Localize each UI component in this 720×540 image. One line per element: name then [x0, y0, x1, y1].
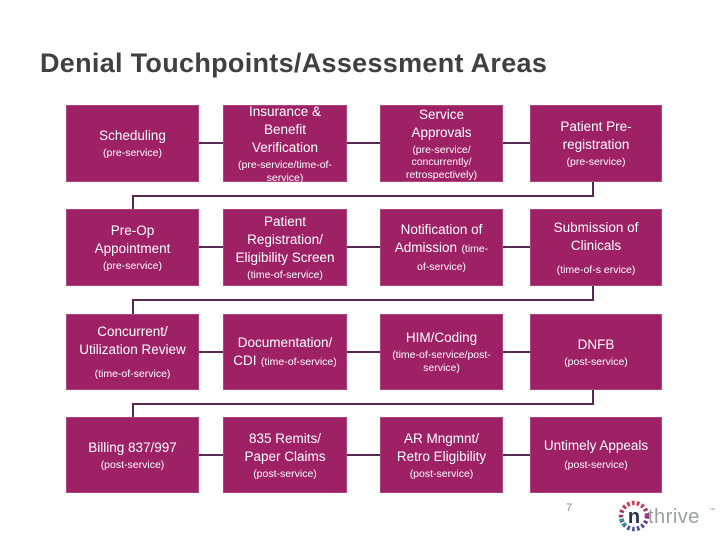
connector-line [132, 299, 134, 314]
connector-line [132, 403, 594, 405]
box-title: HIM/Coding [405, 330, 478, 346]
connector-line [199, 246, 223, 248]
box-sub: (post-service) [253, 467, 317, 480]
connector-line [592, 182, 594, 196]
box-sub: (post-service) [564, 355, 628, 368]
box-title: 835 Remits/ Paper Claims [244, 430, 326, 464]
box-service-approvals: Service Approvals(pre-service/ concurren… [380, 105, 503, 182]
box-billing-837-997: Billing 837/997 (post-service) [66, 417, 199, 493]
connector-line [132, 403, 134, 417]
box-title: AR Mngmnt/ Retro Eligibility [396, 430, 487, 464]
box-patient-registration-eligibility: Patient Registration/ Eligibility Screen… [223, 209, 347, 286]
box-title: DNFB [577, 336, 615, 352]
box-sub: (pre-service/ concurrently/ retrospectiv… [405, 143, 478, 181]
box-title: Patient Pre-registration [560, 119, 632, 153]
connector-line [199, 454, 223, 456]
box-sub: (post-service) [409, 467, 474, 480]
connector-line [592, 286, 594, 300]
box-sub: (pre-service/time-of-service) [238, 158, 332, 184]
connector-line [199, 142, 223, 144]
connector-line [503, 142, 530, 144]
box-scheduling: Scheduling (pre-service) [66, 105, 199, 182]
box-sub: (time-of-service) [94, 368, 171, 381]
connector-line [132, 195, 594, 197]
connector-line [347, 246, 380, 248]
box-title: Service Approvals [411, 106, 472, 140]
box-title: Submission of Clinicals [553, 219, 639, 253]
box-sub: (time-of-service) [247, 269, 323, 282]
box-title: Untimely Appeals [543, 438, 649, 453]
box-him-coding: HIM/Coding (time-of-service/post-service) [380, 314, 503, 390]
page-number: 7 [566, 502, 573, 514]
box-sub: (time-of-service) [416, 242, 489, 273]
box-concurrent-utilization-review: Concurrent/ Utilization Review (time-of-s… [66, 314, 199, 390]
box-title: Documentation/ CDI [233, 335, 333, 368]
box-notification-of-admission: Notification of Admission (time-of-servi… [380, 209, 503, 286]
connector-line [132, 195, 134, 209]
connector-line [199, 351, 223, 353]
box-835-remits-paper-claims: 835 Remits/ Paper Claims (post-service) [223, 417, 347, 493]
logo-wordmark: thrive [648, 506, 700, 528]
logo-letter-n: n [628, 506, 640, 528]
connector-line [347, 142, 380, 144]
box-sub: (pre-service) [103, 147, 162, 160]
box-title: Insurance & Benefit Verification [248, 103, 322, 155]
box-untimely-appeals: Untimely Appeals (post-service) [530, 417, 662, 493]
box-preop-appointment: Pre-Op Appointment (pre-service) [66, 209, 199, 286]
box-dnfb: DNFB (post-service) [530, 314, 662, 390]
box-title: Patient Registration/ Eligibility Screen [235, 214, 335, 266]
box-title: Billing 837/997 [88, 439, 177, 455]
connector-line [132, 299, 594, 301]
box-sub: (time-of-service) [260, 356, 337, 368]
connector-line [503, 246, 530, 248]
box-submission-of-clinicals: Submission of Clinicals (time-of-s ervice… [530, 209, 662, 286]
connector-line [592, 390, 594, 404]
box-sub: (time-of-s ervice) [556, 263, 636, 276]
box-patient-preregistration: Patient Pre-registration (pre-service) [530, 105, 662, 182]
connector-line [503, 351, 530, 353]
connector-line [347, 351, 380, 353]
box-title: Notification of Admission [394, 221, 483, 255]
slide-title: Denial Touchpoints/Assessment Areas [40, 48, 548, 78]
box-sub: (time-of-service/post-service) [392, 349, 491, 374]
box-title: Concurrent/ Utilization Review [79, 324, 186, 358]
box-title: Pre-Op Appointment [94, 223, 171, 257]
box-sub: (pre-service) [103, 260, 162, 273]
box-insurance-benefit-verification: Insurance & Benefit Verification (pre-ser… [223, 103, 347, 184]
box-sub: (pre-service) [566, 156, 626, 169]
logo-trademark: ™ [709, 507, 715, 514]
logo-ring-icon [618, 500, 650, 532]
nthrive-logo: n thrive ™ [618, 500, 715, 532]
box-sub: (post-service) [100, 458, 165, 471]
box-sub: (post-service) [564, 459, 628, 471]
box-documentation-cdi: Documentation/ CDI (time-of-service) [223, 314, 347, 390]
connector-line [347, 454, 380, 456]
box-ar-mngmnt-retro-eligibility: AR Mngmnt/ Retro Eligibility (post-servic… [380, 417, 503, 493]
connector-line [503, 454, 530, 456]
box-title: Scheduling [99, 128, 166, 144]
